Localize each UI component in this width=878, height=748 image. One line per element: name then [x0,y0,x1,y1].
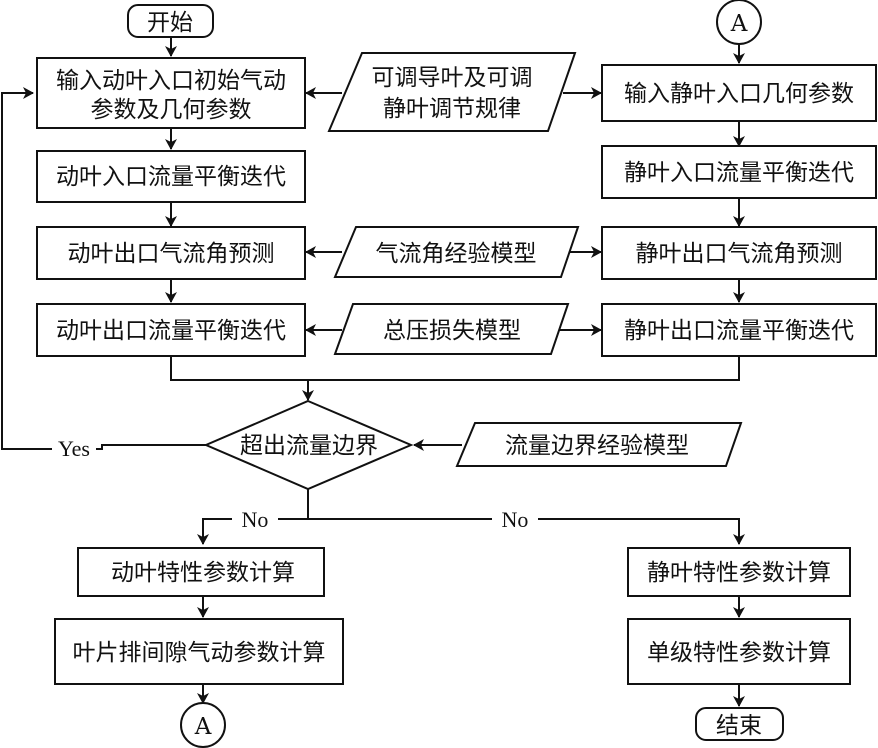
loss-model-label: 总压损失模型 [383,318,521,344]
edge-yes-loop [1,87,52,450]
node-stage-perf: 单级特性参数计算 [627,618,851,685]
node-igv-rule: 可调导叶及可调 静叶调节规律 [327,52,577,132]
edge-no-left [197,518,232,545]
stator-outlet-angle-label: 静叶出口气流角预测 [636,241,843,267]
node-stator-outlet-angle: 静叶出口气流角预测 [601,226,877,280]
node-rotor-outlet-angle: 动叶出口气流角预测 [36,226,306,280]
edges [1,38,745,707]
gap-calc-label: 叶片排间隙气动参数计算 [73,640,326,666]
end-label: 结束 [716,713,762,739]
rotor-input-line2: 参数及几何参数 [91,97,252,123]
stator-inlet-balance-label: 静叶入口流量平衡迭代 [624,160,854,186]
node-stator-inlet-balance: 静叶入口流量平衡迭代 [601,145,877,199]
node-flow-boundary-model: 流量边界经验模型 [455,422,743,467]
node-loss-model: 总压损失模型 [333,303,570,355]
rotor-input-line1: 输入动叶入口初始气动 [56,68,286,94]
node-end: 结束 [695,707,784,741]
edge-yes-a [96,444,206,450]
node-rotor-inlet-balance: 动叶入口流量平衡迭代 [36,150,306,203]
stage-perf-label: 单级特性参数计算 [647,640,831,666]
edge-label-yes: Yes [58,436,90,461]
edge-label-no-left: No [242,507,269,532]
edge-merge [170,356,740,381]
node-decision: 超出流量边界 [203,399,414,491]
node-stator-input: 输入静叶入口几何参数 [601,64,877,122]
stator-perf-label: 静叶特性参数计算 [647,560,831,586]
rotor-perf-label: 动叶特性参数计算 [111,560,295,586]
node-start: 开始 [127,4,214,38]
rotor-inlet-balance-label: 动叶入口流量平衡迭代 [56,164,286,190]
start-label: 开始 [147,10,193,36]
connector-top-label: A [730,11,748,37]
node-rotor-input: 输入动叶入口初始气动 参数及几何参数 [36,57,306,129]
stator-outlet-balance-label: 静叶出口流量平衡迭代 [624,318,854,344]
decision-label: 超出流量边界 [240,433,378,459]
node-flow-angle-model: 气流角经验模型 [333,226,580,278]
node-connector-top: A [716,0,762,45]
flow-boundary-model-label: 流量边界经验模型 [505,433,689,459]
node-gap-calc: 叶片排间隙气动参数计算 [54,618,344,685]
rotor-outlet-angle-label: 动叶出口气流角预测 [68,241,275,267]
node-stator-perf: 静叶特性参数计算 [627,547,851,597]
connector-bottom-label: A [194,714,212,740]
igv-rule-line1: 可调导叶及可调 [372,65,533,91]
node-stator-outlet-balance: 静叶出口流量平衡迭代 [601,303,877,357]
flow-angle-model-label: 气流角经验模型 [376,241,537,267]
edge-no-right [538,518,745,545]
stator-input-label: 输入静叶入口几何参数 [624,81,854,107]
node-rotor-perf: 动叶特性参数计算 [77,547,325,597]
node-rotor-outlet-balance: 动叶出口流量平衡迭代 [36,303,306,357]
node-connector-bottom: A [180,702,226,748]
edge-label-no-right: No [502,507,529,532]
rotor-outlet-balance-label: 动叶出口流量平衡迭代 [56,318,286,344]
igv-rule-line2: 静叶调节规律 [383,96,521,122]
